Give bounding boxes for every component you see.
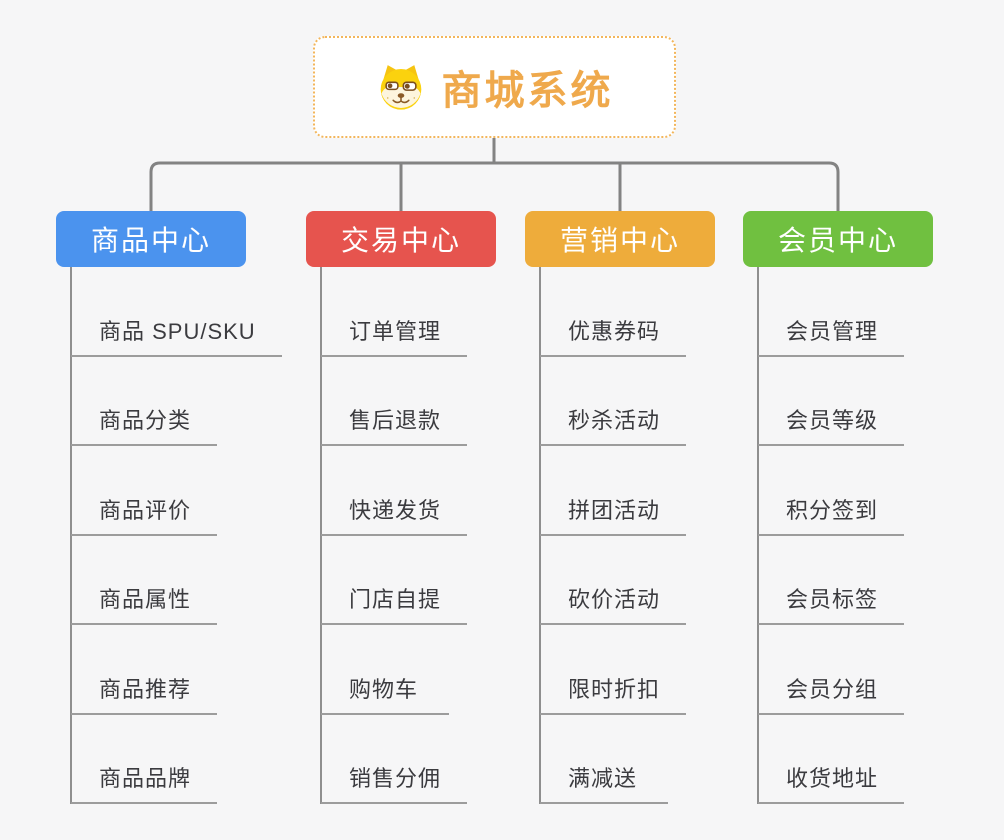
leaf-node[interactable]: 订单管理 <box>321 267 468 357</box>
leaf-node[interactable]: 会员管理 <box>758 267 905 357</box>
leaf-label: 门店自提 <box>349 587 442 612</box>
branch-trunk-line <box>70 267 72 804</box>
branch-trunk-line <box>757 267 759 804</box>
leaf-label: 商品分类 <box>99 408 192 433</box>
root-title: 商城系统 <box>441 69 614 113</box>
leaf-list: 会员管理 会员等级 积分签到 会员标签 会员分组 收货地址 <box>758 267 905 804</box>
leaf-label: 商品属性 <box>99 587 192 612</box>
doge-icon <box>380 65 421 110</box>
leaf-label: 商品 SPU/SKU <box>99 318 256 344</box>
leaf-node[interactable]: 限时折扣 <box>540 625 687 715</box>
leaf-label: 商品品牌 <box>99 766 192 791</box>
leaf-label: 快递发货 <box>349 497 442 523</box>
leaf-node[interactable]: 售后退款 <box>321 357 468 446</box>
leaf-node[interactable]: 快递发货 <box>321 446 468 536</box>
leaf-node[interactable]: 收货地址 <box>758 715 905 804</box>
branch-column-members: 会员中心 会员管理 会员等级 积分签到 会员标签 会员分组 收货地址 <box>743 211 933 804</box>
leaf-node[interactable]: 门店自提 <box>321 536 468 625</box>
branch-node-products[interactable]: 商品中心 <box>56 211 246 267</box>
leaf-list: 订单管理 售后退款 快递发货 门店自提 购物车 销售分佣 <box>321 267 468 804</box>
branch-column-marketing: 营销中心 优惠券码 秒杀活动 拼团活动 砍价活动 限时折扣 满减送 <box>525 211 715 804</box>
leaf-node[interactable]: 商品推荐 <box>71 625 218 715</box>
leaf-node[interactable]: 会员分组 <box>758 625 905 715</box>
leaf-label: 订单管理 <box>349 318 442 344</box>
branch-column-products: 商品中心 商品 SPU/SKU 商品分类 商品评价 商品属性 商品推荐 商品品牌 <box>56 211 282 804</box>
leaf-label: 商品推荐 <box>99 676 192 702</box>
leaf-label: 积分签到 <box>786 497 879 523</box>
leaf-label: 销售分佣 <box>349 766 442 791</box>
leaf-label: 秒杀活动 <box>568 408 661 433</box>
leaf-node[interactable]: 满减送 <box>540 715 668 804</box>
leaf-label: 优惠券码 <box>568 318 661 344</box>
leaf-node[interactable]: 拼团活动 <box>540 446 687 536</box>
leaf-node[interactable]: 购物车 <box>321 625 449 715</box>
leaf-label: 会员管理 <box>786 318 879 344</box>
root-node[interactable]: 商城系统 <box>313 36 676 138</box>
leaf-node[interactable]: 会员等级 <box>758 357 905 446</box>
branch-node-members[interactable]: 会员中心 <box>743 211 933 267</box>
leaf-label: 砍价活动 <box>568 587 661 612</box>
leaf-label: 拼团活动 <box>568 497 661 523</box>
leaf-label: 满减送 <box>568 766 638 791</box>
leaf-label: 收货地址 <box>786 766 879 791</box>
branch-node-trade[interactable]: 交易中心 <box>306 211 496 267</box>
leaf-label: 商品评价 <box>99 497 192 523</box>
leaf-label: 购物车 <box>349 676 419 702</box>
branch-trunk-line <box>320 267 322 804</box>
branch-bus-line <box>149 161 840 211</box>
leaf-list: 商品 SPU/SKU 商品分类 商品评价 商品属性 商品推荐 商品品牌 <box>71 267 282 804</box>
leaf-node[interactable]: 商品属性 <box>71 536 218 625</box>
leaf-label: 会员分组 <box>786 676 879 702</box>
leaf-node[interactable]: 砍价活动 <box>540 536 687 625</box>
branch-trunk-line <box>539 267 541 804</box>
leaf-node[interactable]: 会员标签 <box>758 536 905 625</box>
leaf-node[interactable]: 商品 SPU/SKU <box>71 267 282 357</box>
leaf-node[interactable]: 销售分佣 <box>321 715 468 804</box>
leaf-label: 会员标签 <box>786 587 879 612</box>
branch-node-marketing[interactable]: 营销中心 <box>525 211 715 267</box>
leaf-node[interactable]: 商品分类 <box>71 357 218 446</box>
leaf-node[interactable]: 优惠券码 <box>540 267 687 357</box>
leaf-node[interactable]: 商品品牌 <box>71 715 218 804</box>
leaf-node[interactable]: 商品评价 <box>71 446 218 536</box>
leaf-label: 会员等级 <box>786 408 879 433</box>
leaf-node[interactable]: 积分签到 <box>758 446 905 536</box>
leaf-node[interactable]: 秒杀活动 <box>540 357 687 446</box>
branch-column-trade: 交易中心 订单管理 售后退款 快递发货 门店自提 购物车 销售分佣 <box>306 211 496 804</box>
leaf-list: 优惠券码 秒杀活动 拼团活动 砍价活动 限时折扣 满减送 <box>540 267 687 804</box>
leaf-label: 售后退款 <box>349 408 442 433</box>
leaf-label: 限时折扣 <box>568 676 661 702</box>
